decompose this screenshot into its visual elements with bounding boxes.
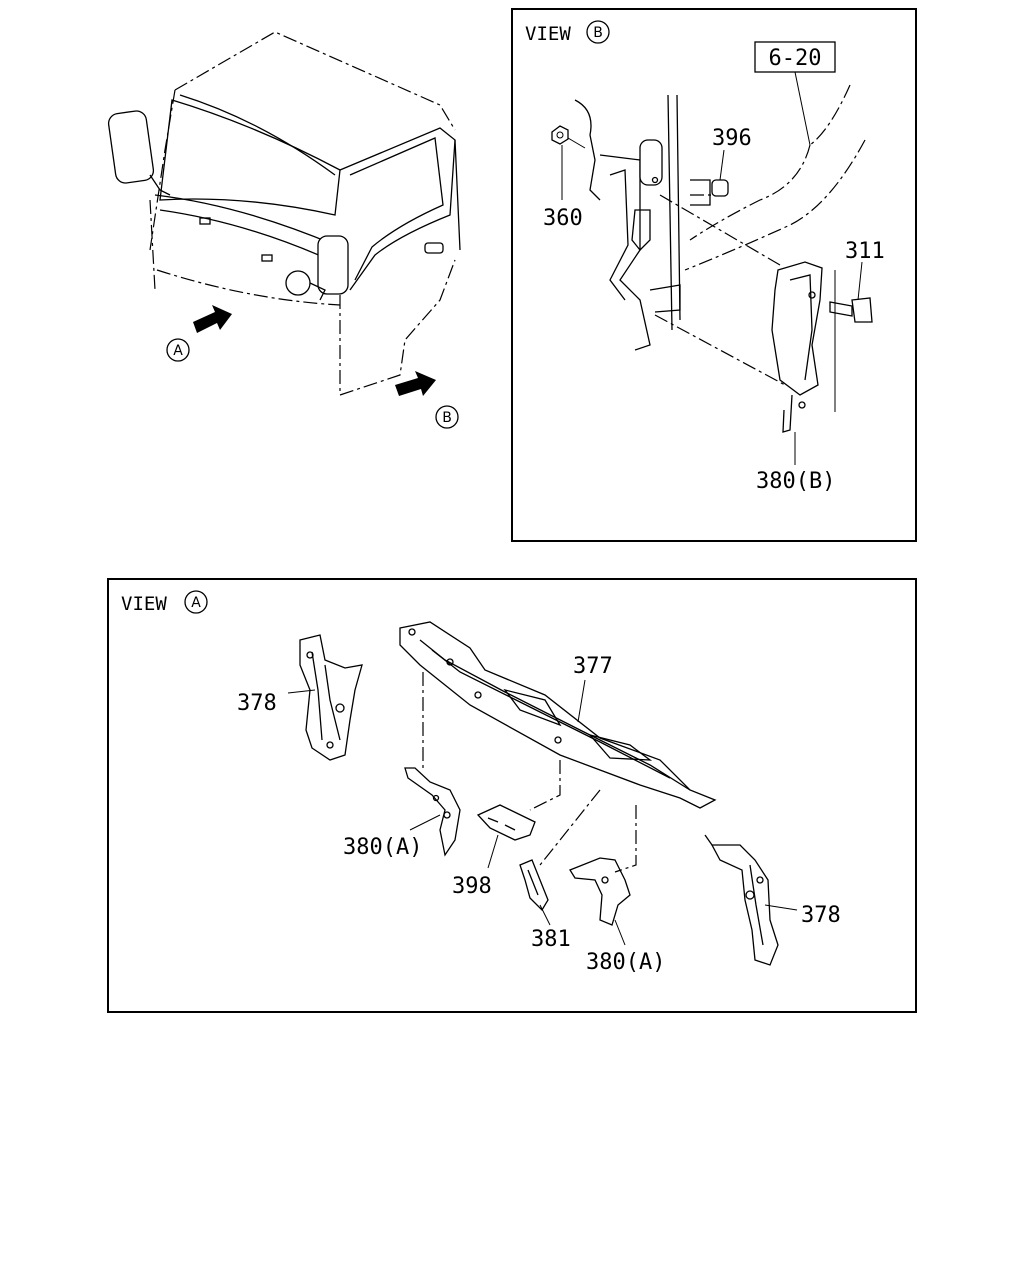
view-b-panel: VIEW B 6-20 xyxy=(511,8,917,542)
view-a-title-marker: A xyxy=(191,595,201,611)
nut-360 xyxy=(551,125,569,145)
truck-cab-illustration xyxy=(107,31,461,396)
callout-378-right: 378 xyxy=(801,903,841,928)
part-378-right xyxy=(704,834,779,966)
callout-380a-left: 380(A) xyxy=(343,835,422,860)
callout-398: 398 xyxy=(452,874,492,899)
view-b-title: VIEW xyxy=(525,23,571,45)
part-381-clip xyxy=(519,859,549,912)
callout-380b: 380(B) xyxy=(756,469,835,494)
callout-396: 396 xyxy=(712,126,752,151)
callout-378-left: 378 xyxy=(237,691,277,716)
view-a-title: VIEW xyxy=(121,593,167,615)
part-377-tie-bar xyxy=(399,621,717,809)
callout-380a-middle: 380(A) xyxy=(586,950,665,975)
arrow-b: B xyxy=(395,371,459,429)
callout-311: 311 xyxy=(845,239,885,264)
arrow-b-marker: B xyxy=(442,410,452,426)
part-398-plate xyxy=(476,804,536,841)
nut-396 xyxy=(711,179,729,197)
part-380a-middle xyxy=(569,857,631,926)
view-b-frame xyxy=(511,8,917,542)
part-378-left xyxy=(299,634,363,761)
ref-box-label: 6-20 xyxy=(769,46,822,71)
view-a-frame xyxy=(107,578,917,1013)
view-a-panel: VIEW A xyxy=(107,578,917,1013)
arrow-a: A xyxy=(166,305,232,362)
part-380a-left xyxy=(404,767,461,857)
view-b-title-marker: B xyxy=(593,25,603,41)
callout-377: 377 xyxy=(573,654,613,679)
bolt-311 xyxy=(851,297,873,323)
arrow-a-marker: A xyxy=(173,343,183,359)
callout-381: 381 xyxy=(531,927,571,952)
callout-360: 360 xyxy=(543,206,583,231)
